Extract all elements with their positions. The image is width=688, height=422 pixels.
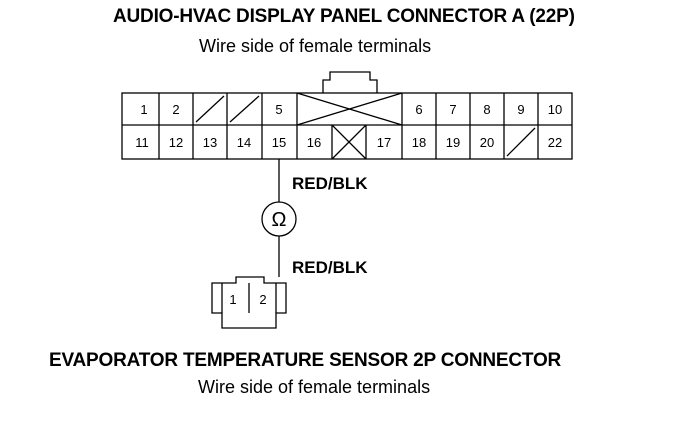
pin-label: 8 — [483, 102, 490, 117]
pin-label: 2 — [172, 102, 179, 117]
connector-a-title: AUDIO-HVAC DISPLAY PANEL CONNECTOR A (22… — [113, 6, 575, 27]
ohmmeter-symbol — [261, 201, 297, 237]
pin-label: 22 — [548, 135, 562, 150]
connector-a-subtitle: Wire side of female terminals — [199, 36, 432, 56]
sensor-pin-label: 2 — [259, 292, 266, 307]
pin-label: 5 — [275, 102, 282, 117]
connector-a-lock-tab — [322, 71, 378, 93]
sensor-connector-title: EVAPORATOR TEMPERATURE SENSOR 2P CONNECT… — [49, 350, 562, 371]
pin-label: 15 — [272, 135, 286, 150]
sensor-connector-subtitle: Wire side of female terminals — [198, 377, 431, 397]
pin-label: 6 — [415, 102, 422, 117]
pin-label: 13 — [203, 135, 217, 150]
connector-a-body — [121, 92, 573, 160]
pin-label: 10 — [548, 102, 562, 117]
pin-label: 17 — [377, 135, 391, 150]
pin-label: 1 — [140, 102, 147, 117]
wire-color-upper: RED/BLK — [292, 174, 368, 193]
pin-label: 20 — [480, 135, 494, 150]
ohm-symbol-text: Ω — [272, 209, 287, 231]
unused-terminal-mark — [506, 127, 536, 157]
wire-color-lower: RED/BLK — [292, 258, 368, 277]
pin-label: 7 — [449, 102, 456, 117]
unused-terminal-mark — [195, 95, 225, 123]
pin-label: 12 — [169, 135, 183, 150]
pin-label: 11 — [135, 135, 149, 150]
pin-label: 18 — [412, 135, 426, 150]
pin-label: 19 — [446, 135, 460, 150]
pin-label: 16 — [307, 135, 321, 150]
unused-terminal-mark — [229, 95, 260, 123]
pin-label: 9 — [517, 102, 524, 117]
sensor-pin-label: 1 — [229, 292, 236, 307]
pin-label: 14 — [237, 135, 251, 150]
